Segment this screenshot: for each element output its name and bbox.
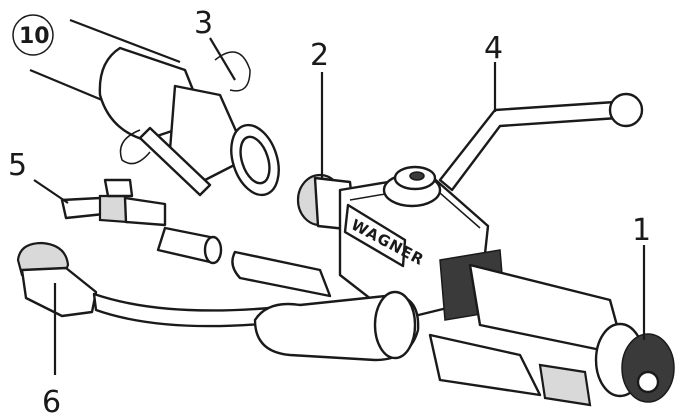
callout-3: 3	[194, 6, 213, 41]
callout-1: 1	[632, 213, 651, 248]
callout-labels: 10 3 2 4 5 1 6	[8, 6, 651, 420]
callout-4: 4	[484, 31, 503, 66]
gun-handle	[253, 249, 675, 407]
callout-10: 10	[19, 24, 50, 49]
callout-5: 5	[8, 148, 27, 183]
leader-lines	[33, 37, 646, 375]
hose-and-coupling	[29, 18, 280, 197]
nipple-valve-part	[60, 178, 223, 265]
filter-housing-with-hose	[16, 241, 302, 328]
callout-10-circle	[12, 14, 54, 56]
callout-6: 6	[42, 385, 61, 420]
tube-piece	[231, 250, 332, 298]
callout-2: 2	[310, 38, 329, 73]
